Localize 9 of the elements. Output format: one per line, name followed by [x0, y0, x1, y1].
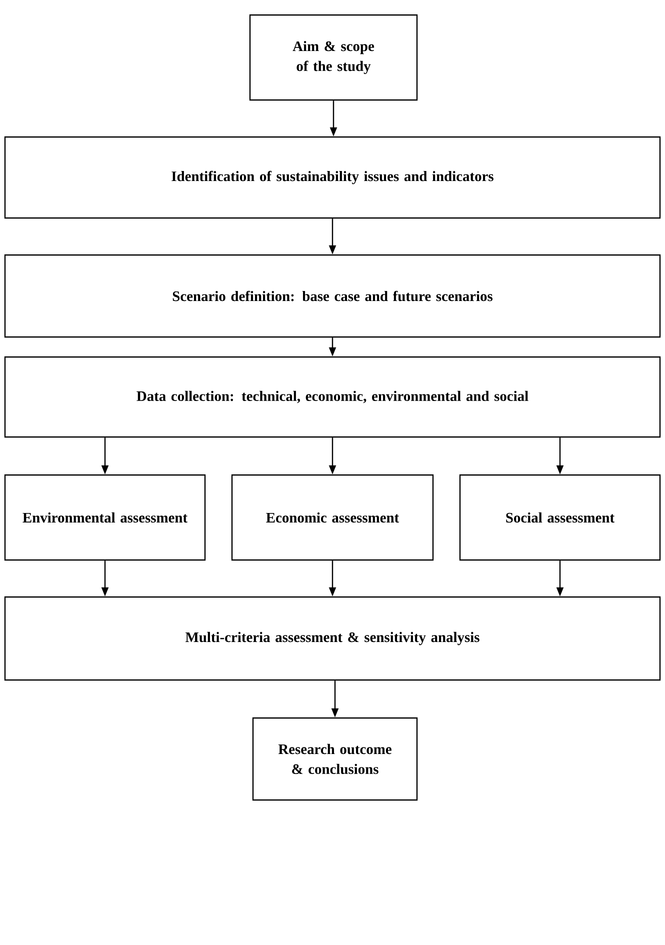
process-box: Social assessment	[459, 474, 661, 561]
process-box: Scenario definition: base case and future scenarios	[4, 254, 661, 338]
process-box: Aim & scope of the study	[249, 14, 418, 101]
process-box: Research outcome & conclusions	[252, 717, 418, 801]
process-box: Data collection: technical, economic, environmental and social	[4, 356, 661, 438]
process-box: Economic assessment	[231, 474, 434, 561]
process-box: Multi-criteria assessment & sensitivity analysis	[4, 596, 661, 681]
process-box: Environmental assessment	[4, 474, 206, 561]
process-box: Identification of sustainability issues and indicators	[4, 136, 661, 219]
